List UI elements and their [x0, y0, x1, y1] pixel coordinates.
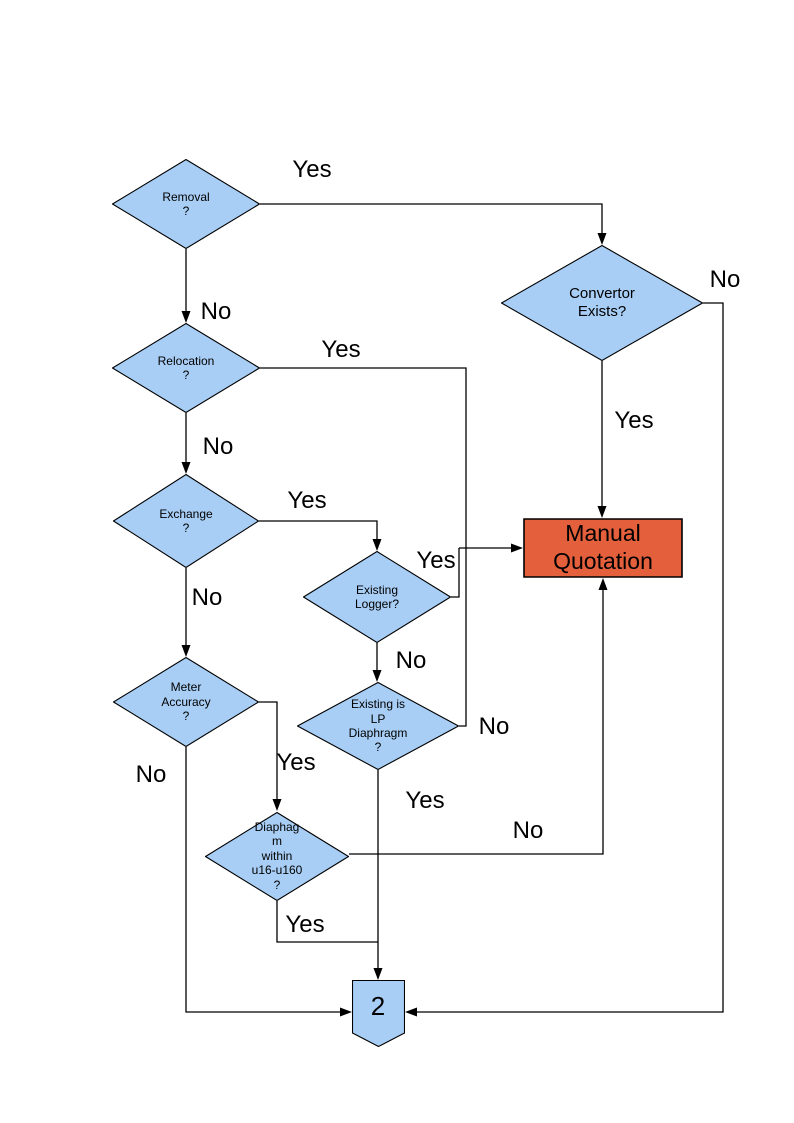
flow-edge-exchange-yes-to-existing-logger [259, 520, 382, 551]
node-relocation-decision: Relocation ? [112, 323, 260, 413]
diamond-shape [113, 657, 259, 747]
edge-label-no-1: No [709, 266, 741, 293]
node-exchange-decision: Exchange ? [113, 474, 259, 568]
flow-edge-removal-yes-to-convertor [260, 203, 607, 245]
process-rect-shape [523, 518, 683, 578]
edge-label-yes-3: Yes [321, 336, 361, 363]
node-label: Existing Logger? [354, 582, 400, 611]
edge-label-no-8: No [191, 584, 223, 611]
edge-label-no-9: No [395, 647, 427, 674]
diamond-shape [112, 159, 260, 249]
flow-edge-meter-accuracy-yes-to-diaphragm-range [259, 701, 282, 811]
diamond-shape [113, 474, 259, 568]
node-diaphragm-range-decision: Diaphag m within u16-u160 ? [205, 811, 349, 901]
node-convertor-exists-decision: Convertor Exists? [501, 245, 703, 361]
diamond-shape [501, 245, 703, 361]
diamond-shape [205, 811, 349, 901]
edge-label-yes-0: Yes [292, 156, 332, 183]
edge-label-yes-11: Yes [276, 749, 316, 776]
flow-edge-existing-logger-yes-stub [451, 548, 460, 598]
flow-edge-diaphragm-range-yes-merge [276, 901, 378, 943]
edge-label-yes-15: Yes [285, 911, 325, 938]
edge-label-no-5: No [202, 433, 234, 460]
edge-label-yes-7: Yes [416, 547, 456, 574]
edge-label-yes-13: Yes [405, 787, 445, 814]
flow-edge-merge-spine [260, 367, 467, 727]
edge-label-no-2: No [200, 298, 232, 325]
node-offpage-connector-2: 2 [351, 979, 405, 1047]
node-existing-lp-diaphragm-decision: Existing is LP Diaphragm ? [297, 682, 459, 770]
node-label: Convertor Exists? [569, 285, 635, 320]
diamond-shape [297, 682, 459, 770]
node-label: Diaphag m within u16-u160 ? [251, 820, 303, 892]
flow-edge-meter-accuracy-no-to-connector [185, 747, 352, 1017]
flow-edge-convertor-no-to-connector [405, 302, 724, 1017]
diamond-shape [112, 323, 260, 413]
node-removal-decision: Removal ? [112, 159, 260, 249]
node-label: Removal ? [162, 189, 210, 218]
node-label: Existing is LP Diaphragm ? [348, 697, 408, 755]
offpage-connector-shape [351, 979, 405, 1047]
flow-edge-diaphragm-range-no-to-manual-quotation [349, 578, 608, 855]
diamond-shape [303, 551, 451, 643]
edge-label-yes-6: Yes [287, 487, 327, 514]
node-label: 2 [370, 991, 386, 1022]
node-label: Manual Quotation [553, 520, 653, 574]
node-label: Relocation ? [157, 353, 215, 382]
node-meter-accuracy-decision: Meter Accuracy ? [113, 657, 259, 747]
node-existing-logger-decision: Existing Logger? [303, 551, 451, 643]
edge-label-yes-4: Yes [614, 407, 654, 434]
node-manual-quotation-process: Manual Quotation [523, 518, 683, 578]
node-label: Exchange ? [159, 506, 213, 535]
edge-label-no-14: No [512, 817, 544, 844]
edge-label-no-10: No [478, 713, 510, 740]
edge-label-no-12: No [135, 761, 167, 788]
node-label: Meter Accuracy ? [161, 680, 211, 724]
